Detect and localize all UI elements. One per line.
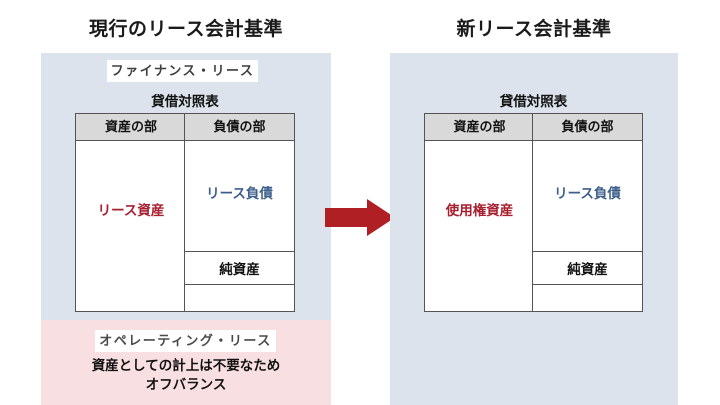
page-title-current-standard: 現行のリース会計基準 (88, 19, 284, 40)
transition-arrow-icon (325, 199, 395, 236)
bs-new-liability-header: 負債の部 (533, 114, 642, 141)
bs-new-asset-column: 資産の部 使用権資産 (425, 114, 534, 311)
page-title-new-standard: 新リース会計基準 (456, 19, 612, 40)
balance-sheet-title-new: 貸借対照表 (499, 94, 568, 109)
bs-new-asset-header: 資産の部 (425, 114, 534, 141)
label-operating-lease: オペレーティング・リース (95, 330, 276, 352)
balance-sheet-current: 資産の部 リース資産 負債の部 リース負債 純資産 (75, 113, 295, 312)
bs-current-lease-liability: リース負債 (206, 186, 273, 201)
bs-new-asset-body: 使用権資産 (425, 141, 534, 311)
bs-new-lease-liability: リース負債 (554, 186, 621, 201)
bs-current-empty-cell (185, 285, 294, 311)
bs-current-liability-header: 負債の部 (185, 114, 294, 141)
bs-current-asset-header: 資産の部 (76, 114, 186, 141)
label-finance-lease: ファイナンス・リース (107, 60, 258, 82)
bs-new-net-assets: 純資産 (533, 251, 642, 285)
offbalance-note-line-1: 資産としての計上は不要なため (91, 358, 281, 373)
balance-sheet-title-current: 貸借対照表 (151, 94, 219, 109)
bs-new-liability-body: リース負債 純資産 (533, 141, 642, 311)
bs-current-liability-column: 負債の部 リース負債 純資産 (184, 114, 294, 311)
bs-new-liability-column: 負債の部 リース負債 純資産 (532, 114, 642, 311)
bs-current-net-assets: 純資産 (185, 251, 294, 285)
offbalance-note-line-2: オフバランス (145, 377, 227, 392)
bs-current-asset-lease-asset: リース資産 (97, 203, 165, 218)
bs-current-liability-body: リース負債 純資産 (185, 141, 294, 311)
bs-current-asset-column: 資産の部 リース資産 (76, 114, 186, 311)
bs-new-empty-cell (533, 285, 642, 311)
balance-sheet-new: 資産の部 使用権資産 負債の部 リース負債 純資産 (424, 113, 643, 312)
offbalance-note: 資産としての計上は不要なため オフバランス (41, 356, 331, 394)
bs-current-asset-body: リース資産 (76, 141, 186, 311)
bs-new-right-of-use-asset: 使用権資産 (445, 203, 514, 218)
